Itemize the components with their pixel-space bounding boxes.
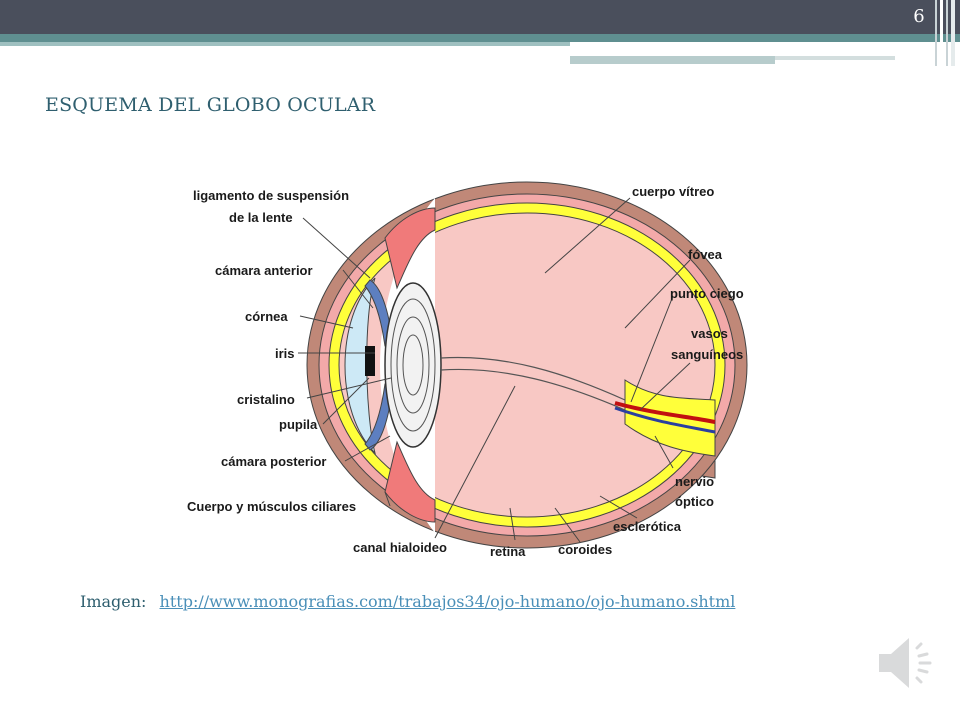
pointer-line [630, 295, 674, 403]
header-divider [940, 0, 943, 66]
cornea-shape [344, 277, 376, 455]
header-stripe-pale [570, 56, 775, 64]
pointer-line [554, 507, 581, 543]
header-stripe-faint [775, 56, 895, 60]
lens [384, 282, 442, 448]
label-cornea: córnea [245, 309, 288, 324]
lens-layer [402, 334, 424, 396]
eye-diagram-svg: ligamento de suspensión de la lente cáma… [185, 178, 767, 562]
pointer-lines [298, 197, 691, 543]
speaker-icon[interactable] [875, 632, 937, 694]
label-pupila: pupila [279, 417, 318, 432]
pupil-shape [365, 346, 375, 376]
lens-layer [390, 298, 436, 432]
ciliary-body-top [384, 207, 436, 290]
label-nervio-2: óptico [675, 494, 714, 509]
label-nervio: nervio [675, 474, 714, 489]
speaker-waves [915, 642, 932, 684]
label-esclerotica: esclerótica [613, 519, 682, 534]
slide-title: ESQUEMA DEL GLOBO OCULAR [45, 94, 376, 116]
pointer-line [654, 435, 674, 469]
slide-number: 6 [913, 6, 925, 27]
label-ligamento: ligamento de suspensión [193, 188, 349, 203]
hyaloid-canal [440, 368, 626, 411]
caption-label: Imagen: [80, 592, 147, 611]
pointer-line [544, 197, 631, 274]
eye-diagram: ligamento de suspensión de la lente cáma… [185, 178, 767, 562]
label-cristalino: cristalino [237, 392, 295, 407]
label-iris: iris [275, 346, 295, 361]
label-ligamento-2: de la lente [229, 210, 293, 225]
label-canal: canal hialoideo [353, 540, 447, 555]
label-fovea: fóvea [688, 247, 723, 262]
label-ciliares: Cuerpo y músculos ciliares [187, 499, 356, 514]
pointer-line [599, 495, 638, 519]
header-stripe-white [570, 42, 890, 52]
lens-layer [396, 316, 430, 414]
label-vitreo: cuerpo vítreo [632, 184, 714, 199]
ciliary-body-bottom [384, 440, 436, 523]
label-camara-anterior: cámara anterior [215, 263, 313, 278]
speaker-body [879, 638, 909, 688]
label-vasos-2: sanguíneos [671, 347, 743, 362]
header-divider [946, 0, 948, 66]
pointer-line [434, 385, 516, 539]
header-divider [935, 0, 937, 66]
pointer-line [344, 435, 391, 462]
pointer-line [342, 269, 374, 309]
label-coroides: coroides [558, 542, 612, 557]
header-bar [0, 0, 960, 34]
blood-vessel-vein [614, 406, 716, 434]
label-retina: retina [490, 544, 526, 559]
header-divider [951, 0, 955, 66]
pointer-line [639, 362, 691, 411]
pointer-line [384, 491, 391, 507]
speaker-icon-svg [879, 638, 932, 688]
header-stripe [0, 34, 960, 42]
pointer-line [306, 377, 392, 399]
blood-vessel [614, 401, 716, 424]
pointer-line [302, 217, 371, 279]
label-vasos: vasos [691, 326, 728, 341]
image-caption: Imagen: http://www.monografias.com/traba… [80, 592, 735, 611]
optic-nerve [624, 379, 716, 457]
source-link[interactable]: http://www.monografias.com/trabajos34/oj… [159, 592, 736, 611]
label-punto-ciego: punto ciego [670, 286, 744, 301]
pointer-line [299, 315, 354, 329]
pointer-line [509, 507, 516, 541]
hyaloid-canal [440, 356, 626, 401]
pointer-line [322, 377, 370, 425]
pointer-line [624, 259, 691, 329]
header-stripe-light [0, 42, 570, 46]
label-camara-posterior: cámara posterior [221, 454, 327, 469]
